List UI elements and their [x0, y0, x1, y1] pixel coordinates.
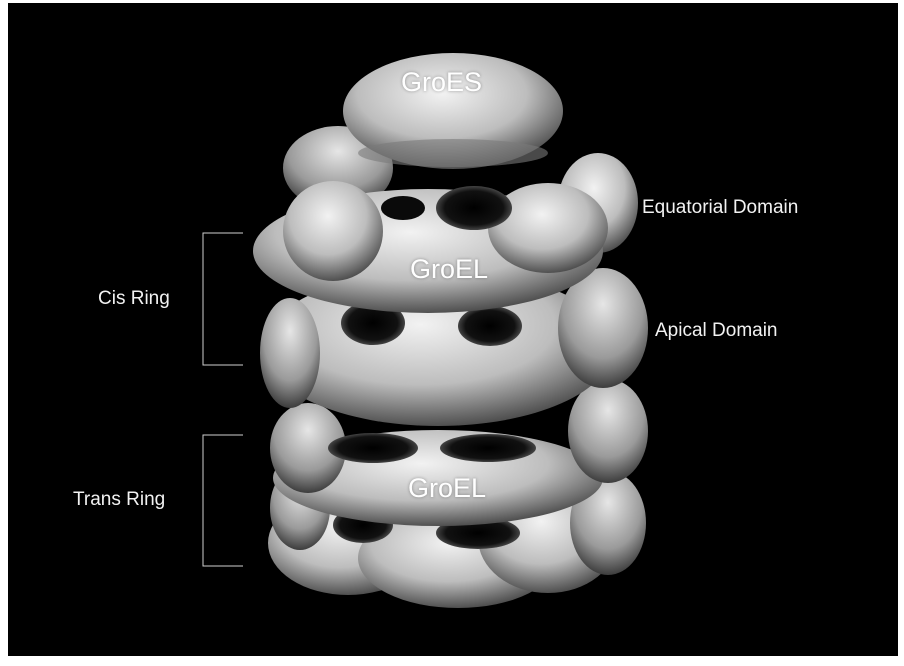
- groes-label: GroES: [401, 67, 482, 98]
- groel-bottom-label: GroEL: [408, 473, 486, 504]
- figure-frame: GroES GroEL GroEL Equatorial Domain Apic…: [8, 3, 898, 656]
- cis-ring-bracket: [203, 233, 243, 365]
- trans-ring-label: Trans Ring: [73, 489, 165, 511]
- trans-ring-bracket: [203, 435, 243, 566]
- apical-domain-label: Apical Domain: [655, 320, 778, 342]
- equatorial-domain-label: Equatorial Domain: [642, 197, 798, 219]
- groel-top-label: GroEL: [410, 254, 488, 285]
- cis-ring-label: Cis Ring: [98, 288, 170, 310]
